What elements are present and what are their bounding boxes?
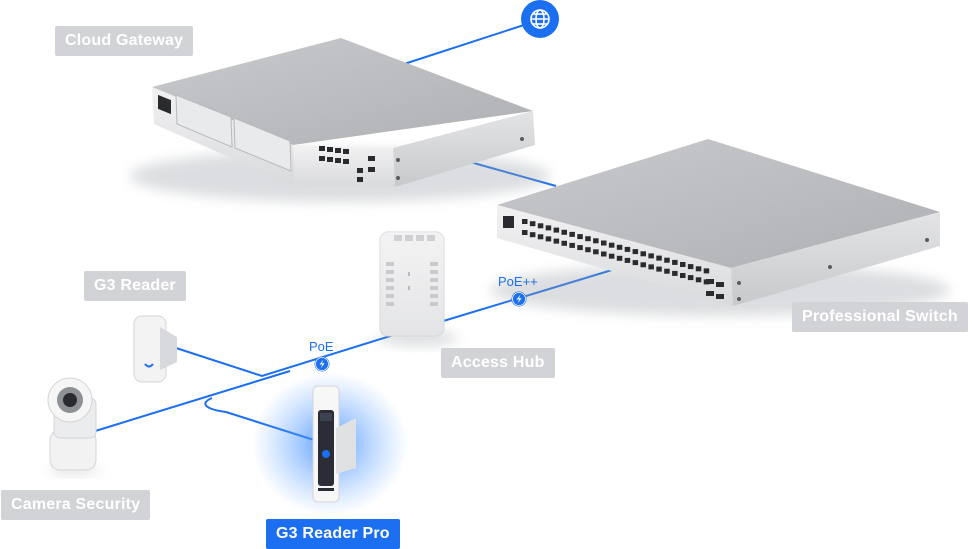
switch-port <box>593 238 599 244</box>
switch-port <box>585 247 591 253</box>
switch-sfp-port <box>716 294 724 299</box>
switch-port <box>561 229 567 235</box>
switch-port <box>522 219 528 224</box>
label-g3-reader-pro: G3 Reader Pro <box>266 519 400 549</box>
cable-reader-pro <box>204 397 315 441</box>
camera-security-device <box>47 377 100 475</box>
cable-hub-reader <box>175 327 417 378</box>
label-g3-reader: G3 Reader <box>84 271 186 301</box>
switch-port <box>601 251 607 257</box>
switch-port <box>553 238 560 244</box>
switch-sfp-port <box>706 279 714 284</box>
switch-port <box>537 234 544 240</box>
switch-port <box>648 264 654 270</box>
switch-port <box>640 262 646 268</box>
switch-port <box>672 270 678 276</box>
connection-label-poe: PoE <box>309 339 334 354</box>
switch-port <box>616 244 623 250</box>
switch-port <box>577 245 583 251</box>
access-hub-device <box>378 231 458 346</box>
switch-port <box>593 249 599 255</box>
switch-port <box>608 242 615 248</box>
switch-port <box>569 242 575 248</box>
switch-port <box>632 249 639 255</box>
switch-port <box>664 268 670 274</box>
label-access-hub: Access Hub <box>441 348 555 378</box>
label-camera-security: Camera Security <box>1 490 151 520</box>
switch-port <box>632 260 639 266</box>
switch-port <box>561 240 567 246</box>
switch-port <box>545 236 552 242</box>
switch-port <box>687 275 694 281</box>
switch-port <box>680 273 686 278</box>
g3-reader-device <box>133 315 177 383</box>
switch-port <box>664 257 670 263</box>
switch-display <box>503 216 514 228</box>
g3-reader-pro-device <box>252 372 408 516</box>
switch-port <box>624 257 631 263</box>
connection-label-poe-plus-plus: PoE++ <box>498 274 538 289</box>
label-cloud-gateway: Cloud Gateway <box>55 26 194 56</box>
switch-port <box>537 223 544 229</box>
cable-internet <box>397 24 525 67</box>
cable-camera <box>91 370 291 433</box>
switch-port <box>648 253 654 259</box>
switch-port <box>529 232 536 238</box>
switch-port <box>695 266 702 272</box>
switch-port <box>529 221 536 227</box>
cloud-gateway-device <box>130 38 550 202</box>
switch-port <box>616 255 623 261</box>
switch-port <box>522 230 528 235</box>
switch-port <box>672 259 678 265</box>
switch-port <box>601 240 607 246</box>
professional-switch-device <box>490 139 950 316</box>
switch-port <box>624 246 631 252</box>
switch-port <box>569 231 575 237</box>
globe-icon <box>521 0 559 38</box>
switch-port <box>577 234 583 240</box>
switch-port <box>608 253 615 259</box>
lightning-icon <box>511 291 527 307</box>
switch-port <box>656 266 662 272</box>
switch-sfp-port <box>706 291 714 296</box>
switch-sfp-port <box>716 282 724 287</box>
switch-port <box>545 225 552 231</box>
lightning-icon <box>314 356 330 372</box>
switch-port <box>680 262 686 267</box>
switch-port <box>640 251 646 257</box>
label-professional-switch: Professional Switch <box>792 302 968 332</box>
switch-port <box>703 268 710 274</box>
switch-port <box>687 264 694 270</box>
switch-port <box>656 255 662 261</box>
switch-port <box>553 227 560 233</box>
switch-port <box>585 236 591 242</box>
switch-port <box>695 277 702 283</box>
